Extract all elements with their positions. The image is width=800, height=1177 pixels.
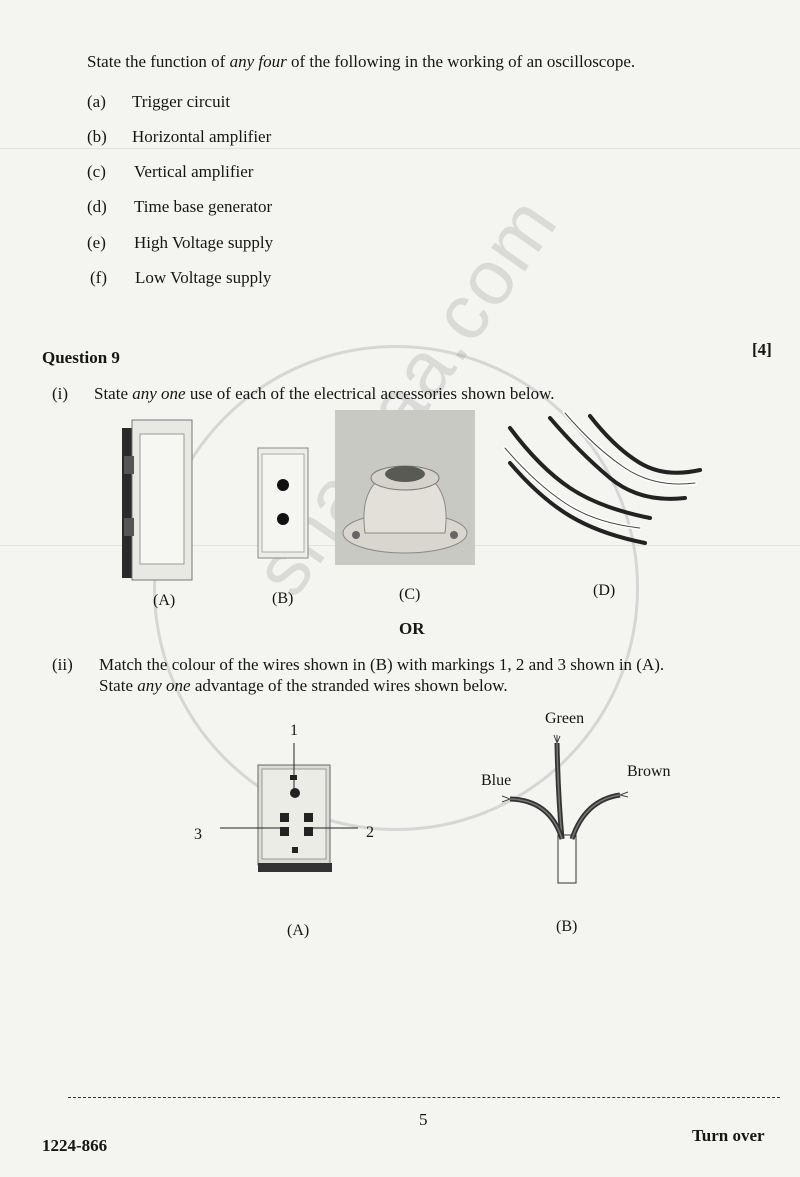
footer-divider [68,1097,780,1098]
turn-over: Turn over [692,1126,765,1145]
option-c-text: Vertical amplifier [134,162,254,181]
stranded-wires-figure [501,735,629,884]
socket-image [257,447,309,559]
option-d-text: Time base generator [134,197,273,216]
option-b: (b) [87,127,107,146]
marking-3: 3 [194,826,202,843]
part-ii-label: (ii) [52,655,73,674]
wire-label-green: Green [545,710,585,727]
option-a-text: Trigger circuit [132,92,231,111]
page-number: 5 [419,1110,428,1129]
wires-image [503,411,702,545]
question-marks: [4] [752,340,772,359]
paper-code: 1224-866 [42,1136,108,1155]
intro-text: State the function of any four of the fo… [87,52,636,71]
option-b-text: Horizontal amplifier [132,127,272,146]
option-f-text: Low Voltage supply [135,268,272,287]
caption-2a: (A) [287,922,310,939]
question-title: Question 9 [42,348,120,367]
marking-1: 1 [290,722,298,739]
option-f: (f) [90,268,107,287]
scan-artifact [0,148,800,149]
part-i-label: (i) [52,384,69,403]
option-c: (c) [87,162,106,181]
option-e: (e) [87,233,106,252]
switch-image [122,419,193,581]
or-text: OR [399,619,425,638]
socket-marking-figure [220,743,358,872]
part-ii-line2: State any one advantage of the stranded … [99,676,508,695]
part-ii-line1: Match the colour of the wires shown in (… [99,655,665,674]
lamp-holder-image [335,410,475,565]
caption-c: (C) [399,586,421,603]
wire-label-brown: Brown [627,763,671,780]
option-e-text: High Voltage supply [134,233,274,252]
marking-2: 2 [366,824,374,841]
caption-2b: (B) [556,918,578,935]
watermark-circle [153,345,639,831]
option-a: (a) [87,92,106,111]
wire-label-blue: Blue [481,772,512,789]
caption-a: (A) [153,592,176,609]
part-i-text: State any one use of each of the electri… [94,384,555,403]
accessories-figure [122,410,702,581]
option-d: (d) [87,197,107,216]
caption-d: (D) [593,582,616,599]
caption-b: (B) [272,590,294,607]
